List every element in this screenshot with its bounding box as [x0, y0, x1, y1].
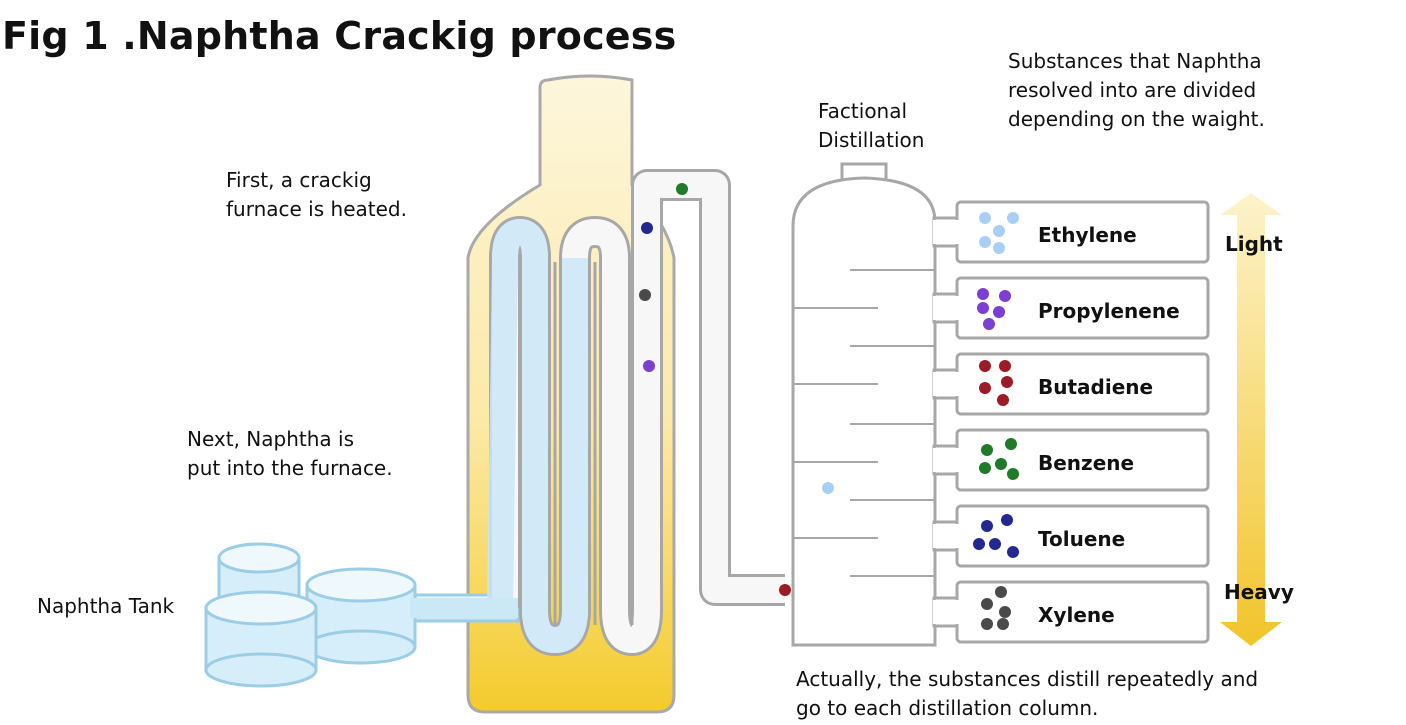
molecule-ethylene-1: [993, 225, 1005, 237]
molecule-toluene-1: [1001, 514, 1013, 526]
bottom-line2: go to each distillation column.: [796, 696, 1099, 720]
molecule-benzene-4: [1007, 468, 1019, 480]
molecule-ethylene-0: [979, 212, 991, 224]
molecule-butadiene-2: [979, 382, 991, 394]
molecule-benzene-3: [995, 458, 1007, 470]
scale-light-label: Light: [1225, 232, 1283, 256]
molecule-xylene-3: [981, 618, 993, 630]
molecule-toluene-3: [989, 538, 1001, 550]
molecule-xylene-0: [995, 586, 1007, 598]
molecule-dot-purple: [643, 360, 655, 372]
column-label-line1: Factional: [818, 99, 908, 123]
column-label: Factional Distillation: [818, 97, 924, 155]
division-line1: Substances that Naphtha: [1008, 49, 1262, 73]
step2-note: Next, Naphtha is put into the furnace.: [187, 425, 393, 483]
division-line2: resolved into are divided: [1008, 78, 1257, 102]
molecule-dot-lightblue: [822, 482, 834, 494]
step1-note: First, a crackig furnace is heated.: [226, 166, 407, 224]
naphtha-tank-right: [305, 567, 417, 665]
molecule-toluene-0: [981, 520, 993, 532]
step1-line2: furnace is heated.: [226, 197, 407, 221]
molecule-butadiene-3: [1001, 376, 1013, 388]
molecule-xylene-1: [981, 598, 993, 610]
step2-line1: Next, Naphtha is: [187, 427, 355, 451]
division-line3: depending on the waight.: [1008, 107, 1265, 131]
step1-line1: First, a crackig: [226, 168, 372, 192]
product-label-benzene: Benzene: [1038, 451, 1135, 475]
division-note: Substances that Naphtha resolved into ar…: [1008, 47, 1265, 134]
product-label-ethylene: Ethylene: [1038, 223, 1137, 247]
molecule-xylene-2: [999, 606, 1011, 618]
product-label-xylene: Xylene: [1038, 603, 1115, 627]
column-label-line2: Distillation: [818, 128, 925, 152]
naphtha-tank-label: Naphtha Tank: [37, 594, 175, 618]
molecule-toluene-2: [973, 538, 985, 550]
molecule-ethylene-2: [1007, 212, 1019, 224]
scale-heavy-label: Heavy: [1224, 580, 1294, 604]
molecule-propylenene-2: [977, 302, 989, 314]
molecule-propylenene-1: [999, 290, 1011, 302]
fractional-distillation-column: [791, 176, 937, 647]
molecule-dot-gray: [639, 289, 651, 301]
molecule-dot-navy: [641, 222, 653, 234]
figure-title: Fig 1 .Naphtha Crackig process: [2, 14, 677, 58]
product-label-butadiene: Butadiene: [1038, 375, 1154, 399]
molecule-ethylene-3: [979, 236, 991, 248]
molecule-propylenene-3: [993, 306, 1005, 318]
product-label-toluene: Toluene: [1038, 527, 1126, 551]
molecule-ethylene-4: [993, 242, 1005, 254]
molecule-propylenene-0: [977, 288, 989, 300]
molecule-butadiene-0: [979, 360, 991, 372]
molecule-butadiene-4: [997, 394, 1009, 406]
naphtha-in-coil: [487, 219, 588, 653]
molecule-xylene-4: [997, 618, 1009, 630]
molecule-toluene-4: [1007, 546, 1019, 558]
molecule-dot-red: [779, 584, 791, 596]
bottom-note: Actually, the substances distill repeate…: [796, 665, 1258, 723]
bottom-line1: Actually, the substances distill repeate…: [796, 667, 1259, 691]
weight-arrow: [1220, 193, 1282, 646]
molecule-butadiene-1: [999, 360, 1011, 372]
product-boxes: [932, 200, 1210, 644]
molecule-propylenene-4: [983, 318, 995, 330]
molecule-dot-green: [676, 183, 688, 195]
product-label-propylenene: Propylenene: [1038, 299, 1180, 323]
column-trays: [793, 269, 935, 577]
step2-line2: put into the furnace.: [187, 456, 393, 480]
molecule-benzene-1: [1005, 438, 1017, 450]
molecule-benzene-0: [981, 444, 993, 456]
naphtha-tank-front: [204, 590, 318, 688]
molecule-benzene-2: [979, 462, 991, 474]
